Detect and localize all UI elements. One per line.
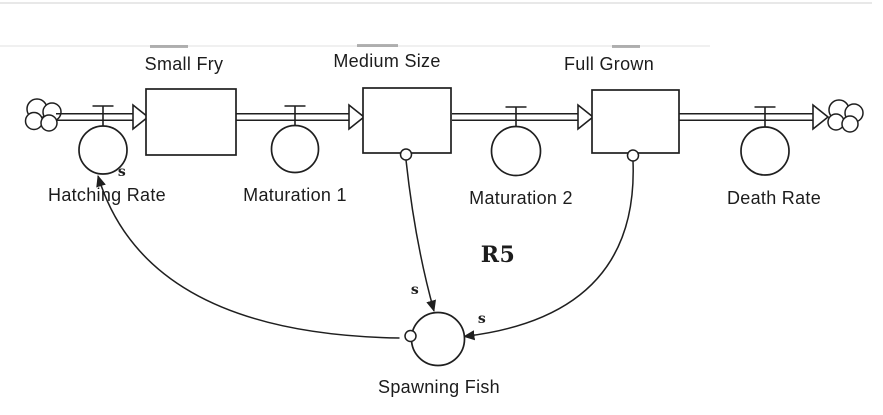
scan-artifact <box>150 45 188 48</box>
scan-artifact <box>357 44 398 47</box>
scan-artifact <box>0 45 710 47</box>
stock-label-small-fry: Small Fry <box>144 54 224 74</box>
converter-label-spawning-fish: Spawning Fish <box>378 377 500 397</box>
takeoff-nub-medium-size <box>399 148 413 161</box>
valve-maturation-1-icon <box>284 105 306 126</box>
connector-full-grown-to-spawning-fish <box>463 160 634 341</box>
loop-label-r5: R5 <box>480 242 516 268</box>
stock-medium-size <box>362 87 452 154</box>
flow-circle-maturation-1 <box>270 124 320 174</box>
pipe-hatching <box>56 113 133 121</box>
flow-arrowhead-icon <box>348 103 366 131</box>
polarity-mark-medium: s <box>410 282 420 298</box>
connector-takeoff-nubs <box>399 148 640 343</box>
cloud-sink-icon <box>827 99 864 133</box>
valve-maturation-2-icon <box>505 106 527 128</box>
scan-artifact <box>612 45 640 48</box>
cloud-source-icon <box>24 98 62 132</box>
stock-label-full-grown: Full Grown <box>563 54 655 74</box>
flow-circle-death-rate <box>740 126 790 176</box>
takeoff-nub-full-grown <box>626 149 640 162</box>
valve-hatching-rate-icon <box>92 105 114 127</box>
converter-spawning-fish <box>410 311 466 367</box>
flow-label-death-rate: Death Rate <box>726 188 822 208</box>
stock-label-medium-size: Medium Size <box>333 51 441 71</box>
flow-label-hatching-rate: Hatching Rate <box>48 185 166 205</box>
valve-death-rate-icon <box>754 106 776 128</box>
flow-arrowheads <box>132 103 830 131</box>
connector-medium-size-to-spawning-fish <box>405 159 436 312</box>
flow-circle-maturation-2 <box>490 125 542 177</box>
valves <box>92 105 776 128</box>
flow-circle-hatching-rate <box>78 125 128 175</box>
flow-arrowhead-icon <box>132 103 150 131</box>
takeoff-nub-spawning-fish <box>404 329 417 343</box>
scan-artifact <box>0 2 872 4</box>
flow-label-maturation-2: Maturation 2 <box>469 188 573 208</box>
pipe-maturation-2 <box>452 113 578 121</box>
stock-small-fry <box>145 88 237 156</box>
flow-arrowhead-icon <box>812 103 830 131</box>
stock-full-grown <box>591 89 680 154</box>
pipe-death <box>679 113 813 121</box>
pipe-maturation-1 <box>236 113 349 121</box>
flow-arrowhead-icon <box>577 103 595 131</box>
connector-spawning-fish-to-hatching-rate <box>96 175 400 339</box>
polarity-mark-full-grown: s <box>477 311 487 327</box>
flow-pipes <box>56 113 813 121</box>
polarity-mark-hatching: s <box>117 164 127 180</box>
flow-label-maturation-1: Maturation 1 <box>243 185 347 205</box>
